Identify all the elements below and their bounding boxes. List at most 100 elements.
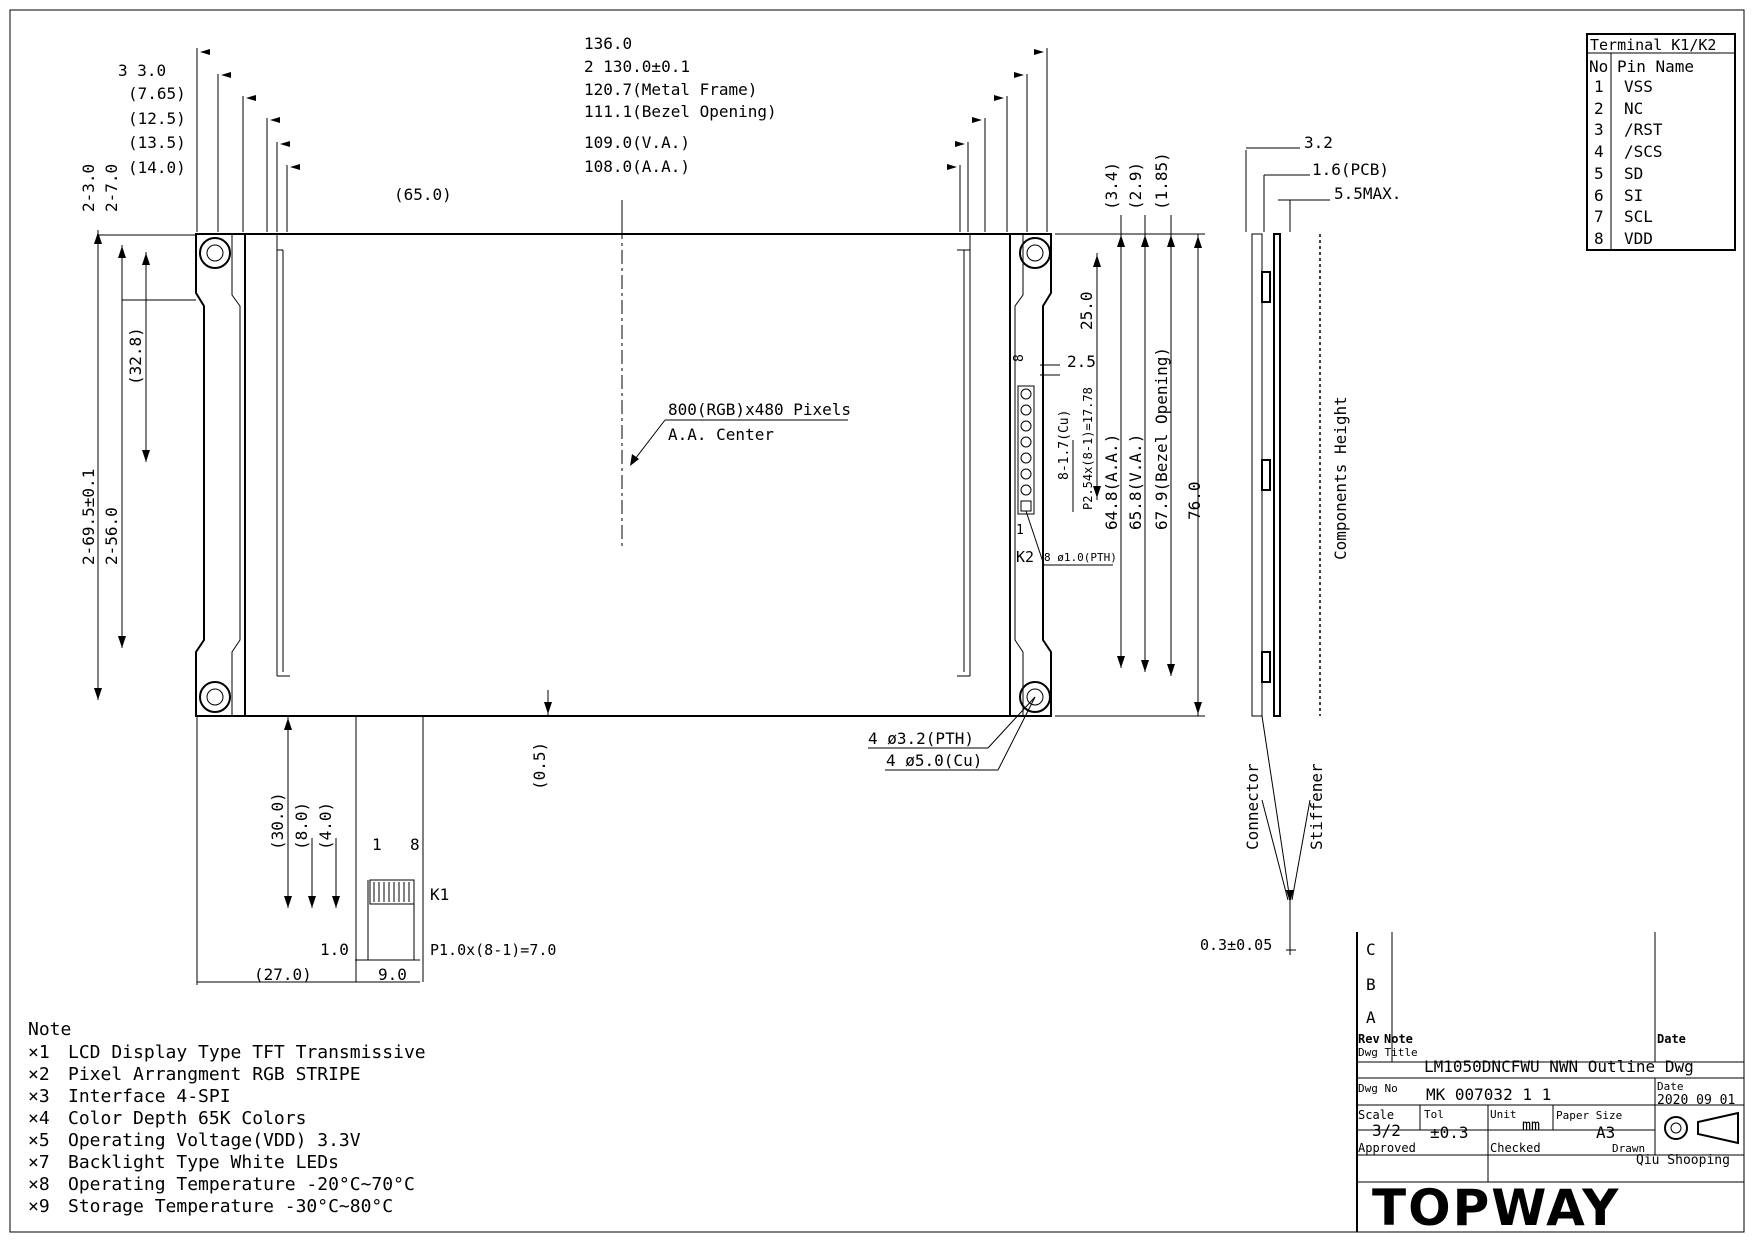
terminal-row: /SCS <box>1624 142 1663 161</box>
note-mark: ×1 <box>28 1042 50 1063</box>
terminal-row: 3 <box>1594 120 1604 139</box>
k2-spec: 8 ø1.0(PTH) <box>1044 551 1117 564</box>
note-label: Note <box>1384 1032 1413 1046</box>
rev-label: Rev <box>1358 1032 1380 1046</box>
dim-2-3: 2-3.0 <box>79 164 98 212</box>
rev-c: C <box>1366 940 1376 959</box>
terminal-row: 8 <box>1594 229 1604 248</box>
terminal-row: NC <box>1624 99 1643 118</box>
note-text: Color Depth 65K Colors <box>68 1108 306 1129</box>
note-mark: ×3 <box>28 1086 50 1107</box>
paper-label: Paper Size <box>1556 1109 1622 1122</box>
note-text: Interface 4-SPI <box>68 1086 231 1107</box>
approved-label: Approved <box>1358 1141 1416 1155</box>
terminal-row: SD <box>1624 164 1643 183</box>
notes-title: Note <box>28 1019 71 1040</box>
rev-a: A <box>1366 1008 1376 1027</box>
dim-30: (30.0) <box>268 792 287 850</box>
dwg-no-label: Dwg No <box>1358 1082 1398 1095</box>
dim-130: 2 130.0±0.1 <box>584 57 690 76</box>
dim-25: 25.0 <box>1077 291 1096 330</box>
note-text: Operating Voltage(VDD) 3.3V <box>68 1130 361 1151</box>
terminal-row: VDD <box>1624 229 1653 248</box>
dim-108: 108.0(A.A.) <box>584 157 690 176</box>
dim-56: 2-56.0 <box>102 507 121 565</box>
dim-8: 8 <box>1012 354 1027 362</box>
bottom-dim-arrows <box>284 702 552 908</box>
terminal-row: SI <box>1624 186 1643 205</box>
scale-value: 3/2 <box>1372 1121 1401 1140</box>
drawn-label: Drawn <box>1612 1142 1645 1155</box>
dim-4-0: (4.0) <box>316 802 335 850</box>
dim-7-65: (7.65) <box>128 84 186 103</box>
note-text: Operating Temperature -20°C~70°C <box>68 1174 415 1195</box>
dim-3-2: 3.2 <box>1304 133 1333 152</box>
mounting-hole-tr <box>1019 237 1051 269</box>
terminal-row: 6 <box>1594 186 1604 205</box>
dim-76: 76.0 <box>1185 481 1204 520</box>
sheet-border <box>9 9 1745 1233</box>
mounting-hole-bl <box>199 681 231 713</box>
k1-label: K1 <box>430 885 449 904</box>
mounting-hole-tl <box>199 237 231 269</box>
terminal-head-name: Pin Name <box>1617 57 1694 76</box>
dim-12-5: (12.5) <box>128 109 186 128</box>
paper-value: A3 <box>1596 1123 1615 1142</box>
date-col-label: Date <box>1657 1032 1686 1046</box>
dim-8x1-7: 8-1.7(Cu) <box>1057 410 1072 480</box>
hole-callout <box>868 696 1036 771</box>
dim-14: (14.0) <box>128 158 186 177</box>
mounting-hole-br <box>1019 681 1051 713</box>
terminal-row: SCL <box>1624 207 1653 226</box>
left-vertical-dims <box>97 230 196 700</box>
terminal-head-no: No <box>1589 57 1608 76</box>
rev-b: B <box>1366 975 1376 994</box>
dim-65: (65.0) <box>394 185 452 204</box>
dim-k1-pitch: P1.0x(8-1)=7.0 <box>430 941 556 959</box>
terminal-row: 2 <box>1594 99 1604 118</box>
note-mark: ×7 <box>28 1152 50 1173</box>
dim-2-5: 2.5 <box>1067 352 1096 371</box>
dwg-title-label: Dwg Title <box>1358 1046 1418 1059</box>
unit-label: Unit <box>1490 1108 1517 1121</box>
date-value: 2020 09 01 <box>1657 1093 1735 1108</box>
note-text: Pixel Arrangment RGB STRIPE <box>68 1064 361 1085</box>
terminal-row: 7 <box>1594 207 1604 226</box>
dim-32-8: (32.8) <box>126 327 145 385</box>
aa-center-label: A.A. Center <box>668 425 774 444</box>
dim-2-9: (2.9) <box>1126 162 1145 210</box>
dim-0-3: 0.3±0.05 <box>1200 936 1272 954</box>
stiffener-label: Stiffener <box>1307 763 1326 850</box>
note-mark: ×2 <box>28 1064 50 1085</box>
dim-111-1: 111.1(Bezel Opening) <box>584 102 777 121</box>
dwg-no: MK 007032 1 1 <box>1426 1085 1551 1104</box>
pixels-label: 800(RGB)x480 Pixels <box>668 400 851 419</box>
k2-label: K2 <box>1016 548 1034 566</box>
unit-value: mm <box>1522 1116 1540 1134</box>
note-text: LCD Display Type TFT Transmissive <box>68 1042 426 1063</box>
left-vertical-arrows <box>94 232 150 700</box>
dim-120-7: 120.7(Metal Frame) <box>584 80 757 99</box>
components-height: Components Height <box>1331 396 1350 560</box>
dim-1-85: (1.85) <box>1152 152 1171 210</box>
projection-symbol-icon <box>1664 1111 1739 1145</box>
dim-va: 65.8(V.A.) <box>1126 434 1145 530</box>
note-mark: ×9 <box>28 1196 50 1217</box>
tol-value: ±0.3 <box>1430 1123 1469 1142</box>
dim-5-5max: 5.5MAX. <box>1334 184 1401 203</box>
terminal-table <box>1586 33 1736 251</box>
k2-pin1: 1 <box>1016 523 1024 538</box>
dwg-title: LM1050DNCFWU NWN Outline Dwg <box>1424 1057 1694 1076</box>
brand-logo: TOPWAY <box>1372 1179 1620 1237</box>
note-text: Backlight Type White LEDs <box>68 1152 339 1173</box>
title-block <box>1356 932 1744 1232</box>
terminal-row: 5 <box>1594 164 1604 183</box>
terminal-title: Terminal K1/K2 <box>1590 36 1716 54</box>
note-mark: ×8 <box>28 1174 50 1195</box>
top-dim-arrows <box>200 49 1044 170</box>
note-text: Storage Temperature -30°C~80°C <box>68 1196 393 1217</box>
right-vertical-arrows <box>1093 235 1202 714</box>
tol-label: Tol <box>1424 1108 1444 1121</box>
module-outline <box>195 200 1052 985</box>
